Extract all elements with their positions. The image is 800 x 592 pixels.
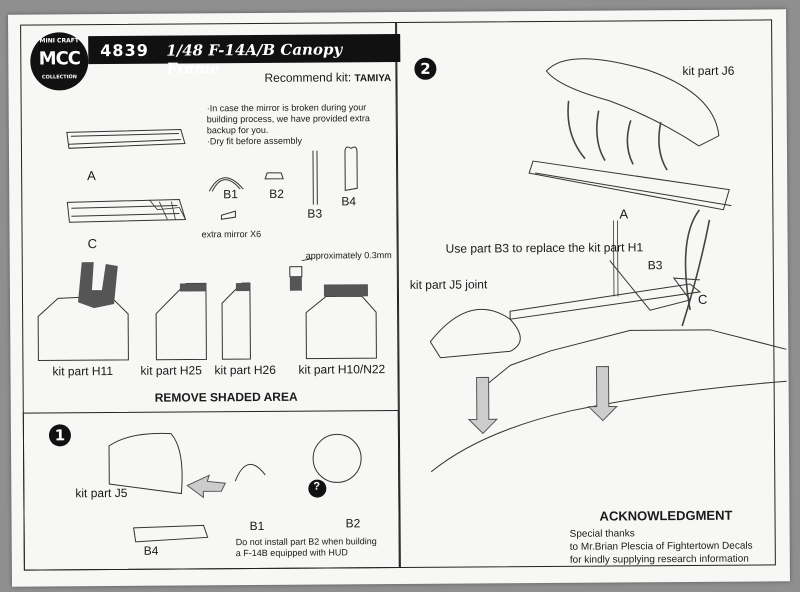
ack-line-2: to Mr.Brian Plescia of Fightertown Decal… — [569, 540, 753, 553]
remove-shaded-area-label: REMOVE SHADED AREA — [154, 389, 298, 405]
part-c-label: C — [87, 236, 98, 252]
question-mark: ? — [313, 480, 321, 493]
step1-kit-part-j5-label: kit part J5 — [75, 485, 128, 501]
approx-label: approximately 0.3mm — [305, 250, 392, 261]
step1-note-line-2: a F-14B equipped with HUD — [235, 547, 348, 559]
kit-part-h25-label: kit part H25 — [140, 363, 202, 378]
step1-b1-label: B1 — [249, 518, 265, 534]
step2-a-label: A — [619, 206, 629, 222]
ack-title: ACKNOWLEDGMENT — [599, 507, 733, 524]
step1-b4-label: B4 — [143, 543, 159, 558]
step-2-badge: 2 — [414, 57, 437, 80]
kit-part-j6-label: kit part J6 — [682, 63, 735, 79]
b3-replace-note: Use part B3 to replace the kit part H1 — [445, 240, 644, 256]
step1-note-line-1: Do not install part B2 when building — [235, 536, 377, 548]
step-1-badge: 1 — [48, 424, 72, 447]
step1-b2-label: B2 — [345, 516, 361, 531]
step2-b3-label: B3 — [647, 258, 663, 273]
kit-part-j5-joint-label: kit part J5 joint — [409, 277, 488, 292]
parts-drawing — [37, 58, 787, 543]
kit-part-h26-label: kit part H26 — [214, 362, 276, 378]
kit-part-h10-label: kit part H10/N22 — [298, 362, 386, 377]
step2-c-label: C — [697, 291, 708, 307]
part-b3-label: B3 — [307, 206, 323, 221]
part-a-label: A — [87, 168, 96, 184]
ack-line-3: for kindly supplying research informatio… — [569, 553, 749, 566]
part-b4-label: B4 — [341, 194, 357, 209]
kit-part-h11-label: kit part H11 — [52, 363, 114, 379]
instruction-sheet: MINI CRAFT MCC COLLECTION 4839 1/48 F-14… — [8, 9, 790, 587]
part-b2-label: B2 — [269, 186, 285, 201]
ack-line-1: Special thanks — [569, 528, 635, 540]
part-b1-label: B1 — [223, 187, 239, 202]
extra-mirror-label: extra mirror X6 — [201, 228, 262, 240]
